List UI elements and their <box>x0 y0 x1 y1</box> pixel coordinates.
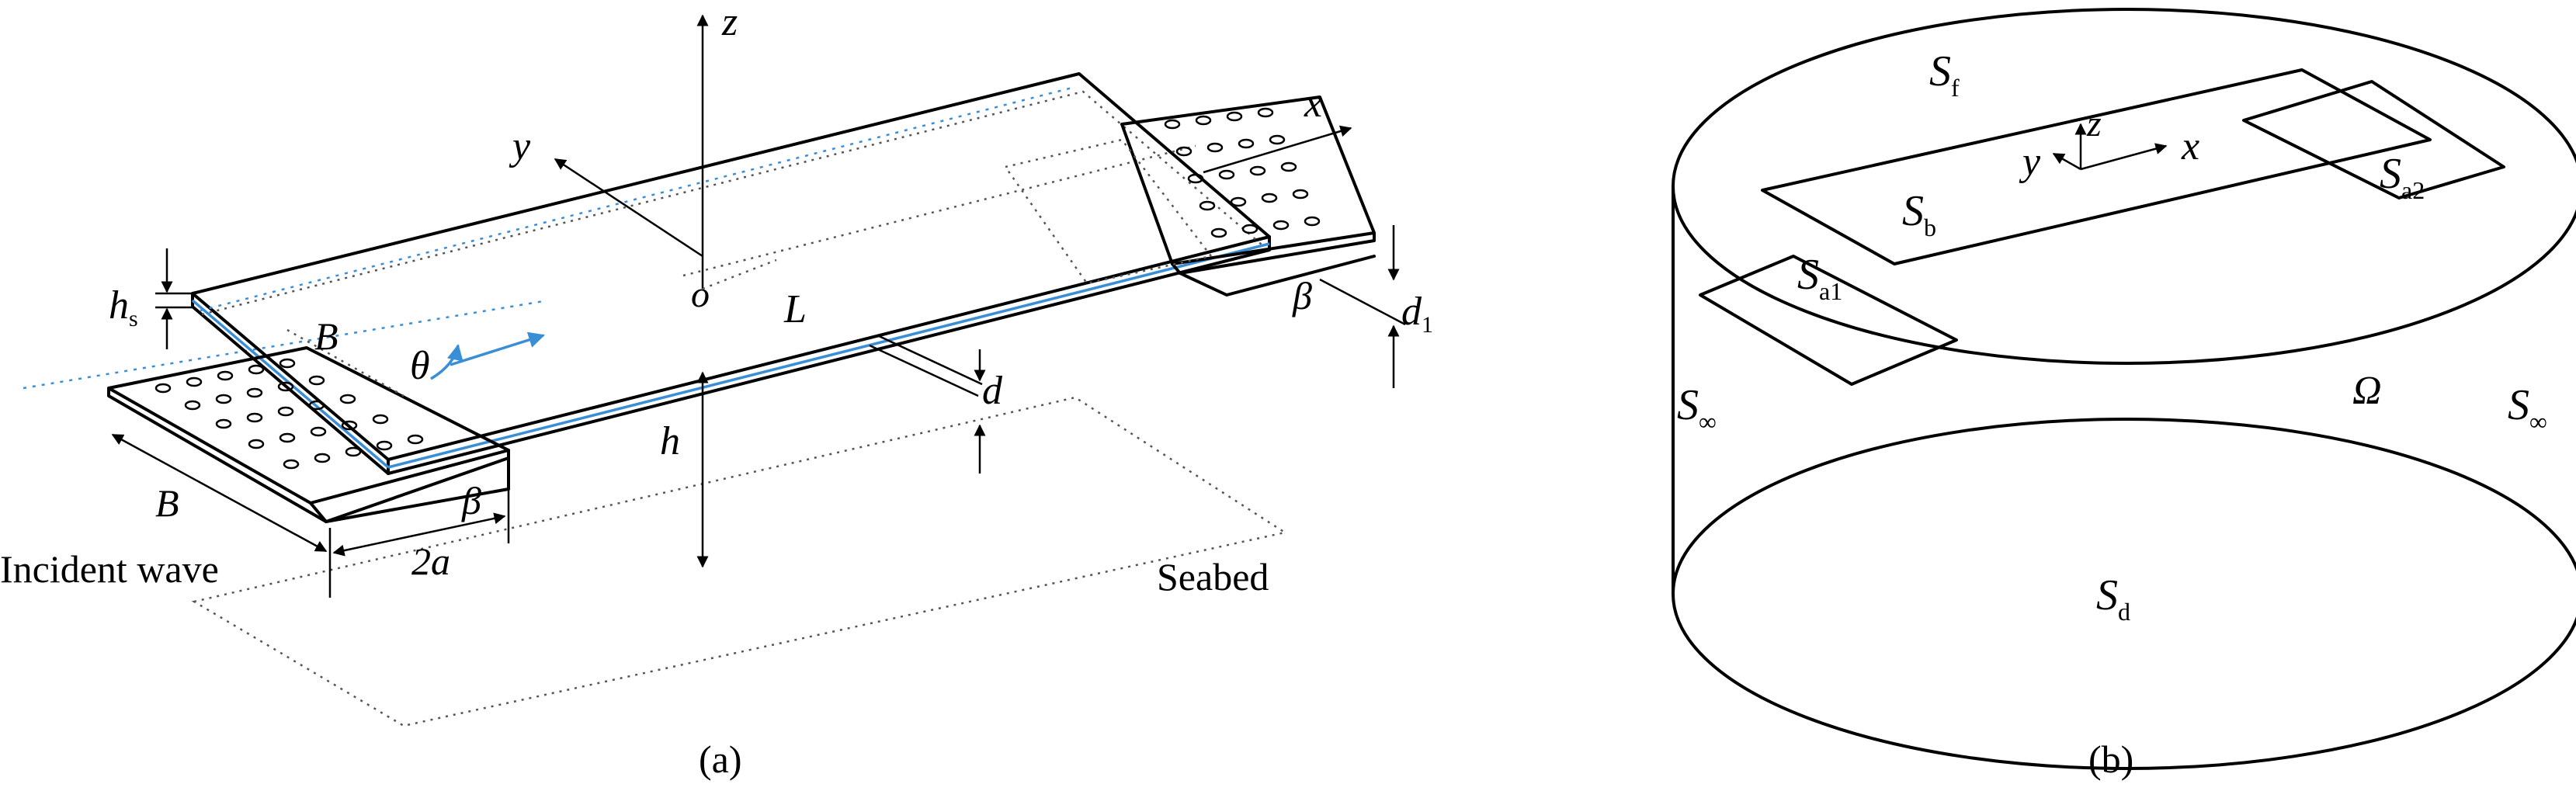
Sb-surface <box>1761 68 2432 265</box>
Sd-main: S <box>2096 571 2118 619</box>
b-z-label: z <box>2086 103 2102 144</box>
beta-left-label: β <box>461 479 481 522</box>
Sf-main: S <box>1929 47 1951 95</box>
2a-label: 2a <box>411 539 450 583</box>
Sd-label: Sd <box>2096 571 2130 626</box>
hs-main: h <box>109 283 129 328</box>
2a-dim <box>332 512 506 557</box>
d1-ext <box>1319 278 1406 326</box>
B-left-label: B <box>155 481 179 525</box>
origin-label: o <box>691 274 710 315</box>
Sb-sub: b <box>1924 213 1936 241</box>
b-x-label: x <box>2181 124 2199 168</box>
left-plate-top-dim <box>286 328 404 397</box>
Sa1-main: S <box>1797 251 1819 299</box>
S-inf-left-sub: ∞ <box>1699 408 1717 435</box>
B-top-label: B <box>314 314 338 358</box>
d1-label: d1 <box>1401 290 1433 338</box>
d-leader <box>869 344 979 397</box>
seabed-label: Seabed <box>1157 555 1269 598</box>
z-label: z <box>721 0 738 44</box>
theta-arc <box>430 343 463 380</box>
S-inf-left-main: S <box>1677 381 1699 429</box>
B-left-dim <box>111 433 328 553</box>
d-leader-2 <box>877 334 983 386</box>
deck-hidden-center <box>682 144 1196 277</box>
incident-wave-label: Incident wave <box>0 547 219 591</box>
caption-b: (b) <box>2088 737 2133 781</box>
Sa1-sub: a1 <box>1819 277 1842 305</box>
left-plate-piles <box>154 358 424 470</box>
deck-waterline-back <box>200 85 1076 312</box>
y-axis <box>554 158 703 258</box>
right-plate-slope <box>1179 255 1376 297</box>
Sa1-label: Sa1 <box>1797 251 1842 305</box>
d-label: d <box>982 369 1003 413</box>
d1-main: d <box>1401 290 1422 334</box>
x-axis <box>1203 125 1352 174</box>
deck-waterline-front <box>387 242 1270 469</box>
wave-direction-arrow <box>450 331 546 366</box>
origin-drop <box>702 258 777 290</box>
y-label: y <box>509 124 531 168</box>
right-plate-front <box>1171 231 1376 275</box>
caption-a: (a) <box>699 737 742 781</box>
Sf-label: Sf <box>1929 47 1960 102</box>
Sd-sub: d <box>2118 598 2130 626</box>
L-label: L <box>783 287 807 331</box>
x-label: x <box>1304 82 1322 126</box>
Omega-label: Ω <box>2352 369 2382 413</box>
Sa2-label: Sa2 <box>2380 150 2425 204</box>
Sb-label: Sb <box>1902 187 1936 241</box>
panel-a: z y x o L θ B B β β 2a h d hs d1 Inciden… <box>0 0 1433 781</box>
d1-sub: 1 <box>1422 312 1433 338</box>
h-label: h <box>660 419 680 463</box>
wave-direction-line <box>23 300 544 390</box>
Sa1-surface <box>1699 255 1958 386</box>
Sf-sub: f <box>1951 74 1960 102</box>
hs-sub: s <box>129 306 138 331</box>
hs-label: hs <box>109 283 138 331</box>
S-inf-left-label: S∞ <box>1677 381 1717 435</box>
beta-right-label: β <box>1292 274 1312 317</box>
panel-b: Sf Sb Sa2 Sa1 Sd S∞ S∞ Ω x y z (b) <box>1672 8 2576 781</box>
S-inf-right-main: S <box>2508 381 2529 429</box>
right-plate-hidden <box>1003 138 1213 285</box>
S-inf-right-label: S∞ <box>2508 381 2547 435</box>
Sa2-main: S <box>2380 150 2401 198</box>
right-plate-piles <box>1164 107 1321 238</box>
S-inf-right-sub: ∞ <box>2529 408 2547 435</box>
b-y-label: y <box>2019 140 2041 184</box>
b-x-axis <box>2080 143 2168 171</box>
right-plate-top <box>1120 95 1376 265</box>
b-y-axis <box>2052 152 2081 171</box>
deck-hidden-lines <box>201 90 1262 316</box>
Sa2-sub: a2 <box>2401 176 2425 204</box>
Sb-main: S <box>1902 187 1924 235</box>
cylinder-bottom <box>1672 418 2576 770</box>
seabed-outline <box>191 396 1288 727</box>
Sa2-surface <box>2242 80 2505 199</box>
theta-label: θ <box>410 344 430 388</box>
